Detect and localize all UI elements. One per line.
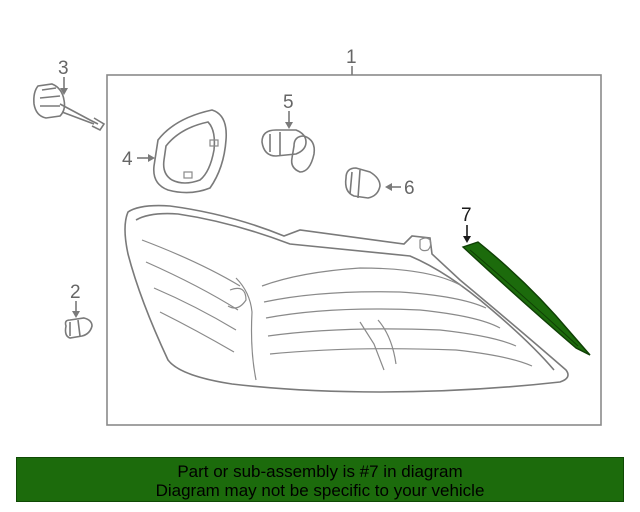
- callout-5: 5: [283, 92, 294, 113]
- bulb-6-part: [344, 167, 381, 199]
- parts-diagram: 1 3 4 5 6 2: [33, 47, 602, 426]
- callout-1: 1: [346, 47, 357, 68]
- callout-3: 3: [58, 58, 69, 79]
- clip-part: [64, 317, 93, 339]
- part-info-banner: Part or sub-assembly is #7 in diagram Di…: [16, 457, 624, 502]
- callout-6: 6: [404, 178, 415, 199]
- part-info-line-2: Diagram may not be specific to your vehi…: [155, 481, 485, 500]
- assembly-frame: [106, 74, 602, 426]
- callout-7: 7: [461, 205, 472, 226]
- callout-4: 4: [122, 149, 133, 170]
- callout-2: 2: [70, 282, 81, 303]
- part-info-line-1: Part or sub-assembly is #7 in diagram: [177, 462, 463, 481]
- bulb-5-part: [261, 129, 316, 173]
- gasket-part: [152, 109, 228, 194]
- bulb-socket-part: [33, 83, 106, 132]
- tail-lamp-assembly: [124, 204, 569, 393]
- trim-strip-part-7: [461, 241, 591, 356]
